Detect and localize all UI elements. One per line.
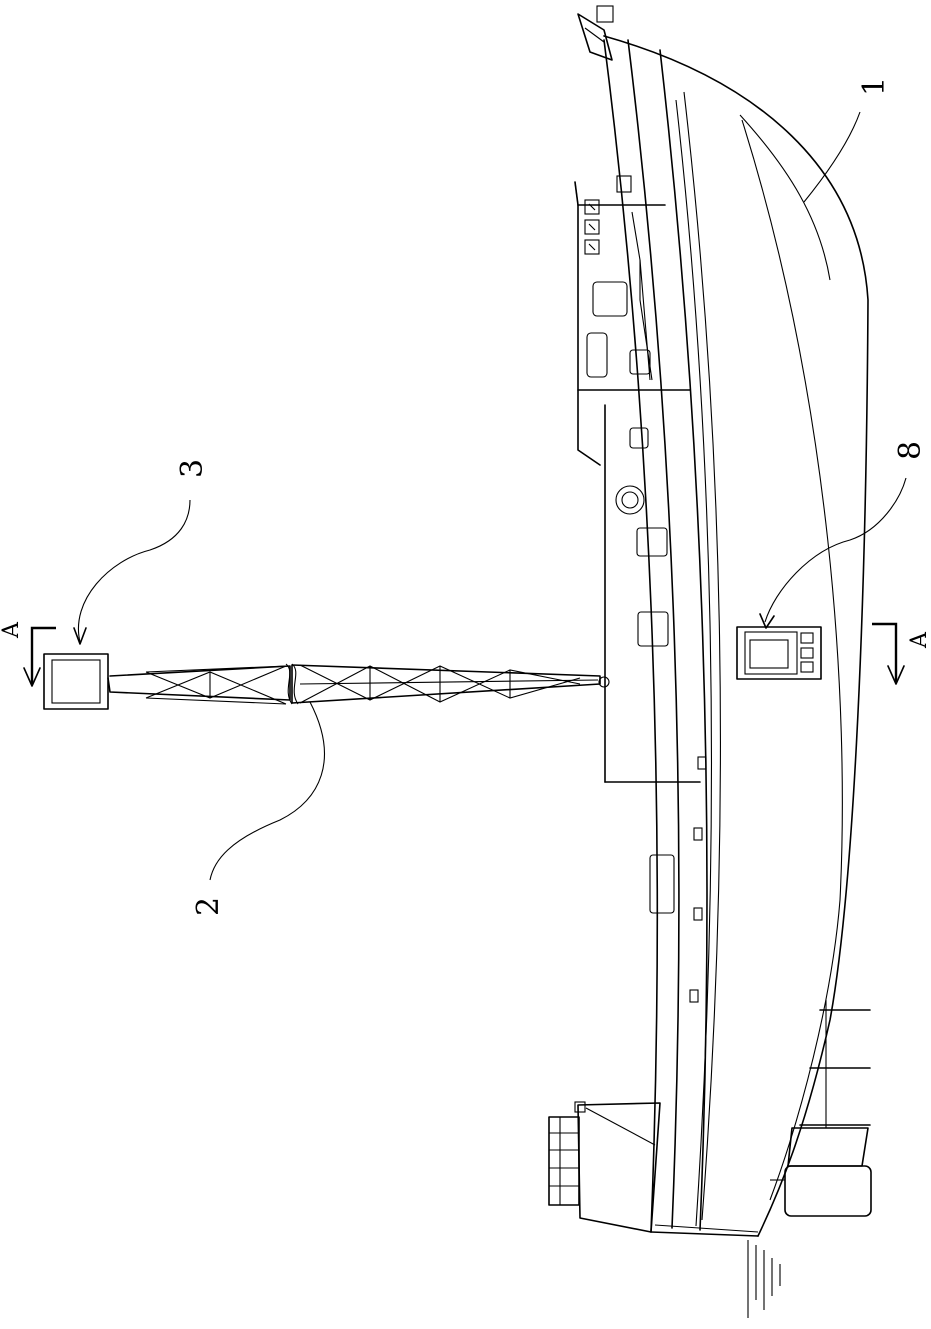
end-box	[44, 654, 108, 709]
ship-hull	[578, 6, 868, 1236]
side-module	[737, 627, 821, 679]
section-label-right: A	[907, 631, 931, 649]
label-box: 3	[175, 459, 210, 478]
label-boom: 2	[191, 897, 226, 916]
deckhouse	[575, 176, 706, 1002]
label-hull: 1	[857, 77, 892, 96]
truss-boom	[108, 664, 609, 704]
waterline-marks	[748, 1240, 780, 1318]
section-label-left: A	[0, 621, 24, 639]
label-module: 8	[893, 441, 928, 460]
propulsion	[770, 1000, 871, 1216]
leader-lines	[74, 112, 906, 880]
section-marker-right: A	[872, 624, 931, 684]
stern-house	[549, 1102, 660, 1232]
